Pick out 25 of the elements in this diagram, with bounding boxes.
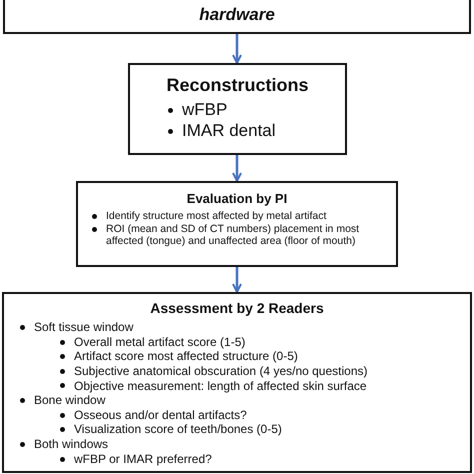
process-box (76, 181, 398, 267)
bullet-item: Visualization score of teeth/bones (0-5) (10, 422, 464, 438)
bullet-item: Bone window (10, 393, 464, 408)
bullet-item: Soft tissue window (10, 320, 464, 335)
bullet-item: Both windows (10, 437, 464, 452)
bullet-item: ROI (mean and SD of CT numbers) placement in most affected (tongue) and unaffected area (floor of mouth) (84, 222, 390, 248)
bullet-item: wFBP (138, 100, 337, 121)
bullet-item: IMAR dental (138, 120, 337, 142)
box-heading: Evaluation by PI (186, 191, 288, 207)
bullet-item: Osseous and/or dental artifacts? (10, 408, 464, 422)
bullet-item: Subjective anatomical obscuration (4 yes/no questions) (10, 364, 464, 379)
bullet-item: wFBP or IMAR preferred? (10, 452, 464, 466)
bullet-item: Objective measurement: length of affected skin surface (10, 378, 464, 394)
process-box (2, 292, 472, 473)
arrow (232, 34, 242, 64)
bullet-item: Overall metal artifact score (1-5) (10, 334, 464, 350)
box-heading: Reconstructions (165, 75, 310, 97)
bullet-item: Artifact score most affected structure (0-5) (10, 349, 464, 364)
box-heading: hardware (199, 5, 275, 26)
process-box (3, 0, 471, 34)
arrow (232, 267, 242, 293)
bullet-item: Identify structure most affected by metal artifact (84, 210, 390, 223)
arrow (232, 155, 242, 182)
box-heading: Assessment by 2 Readers (149, 300, 325, 318)
process-box (128, 63, 347, 155)
